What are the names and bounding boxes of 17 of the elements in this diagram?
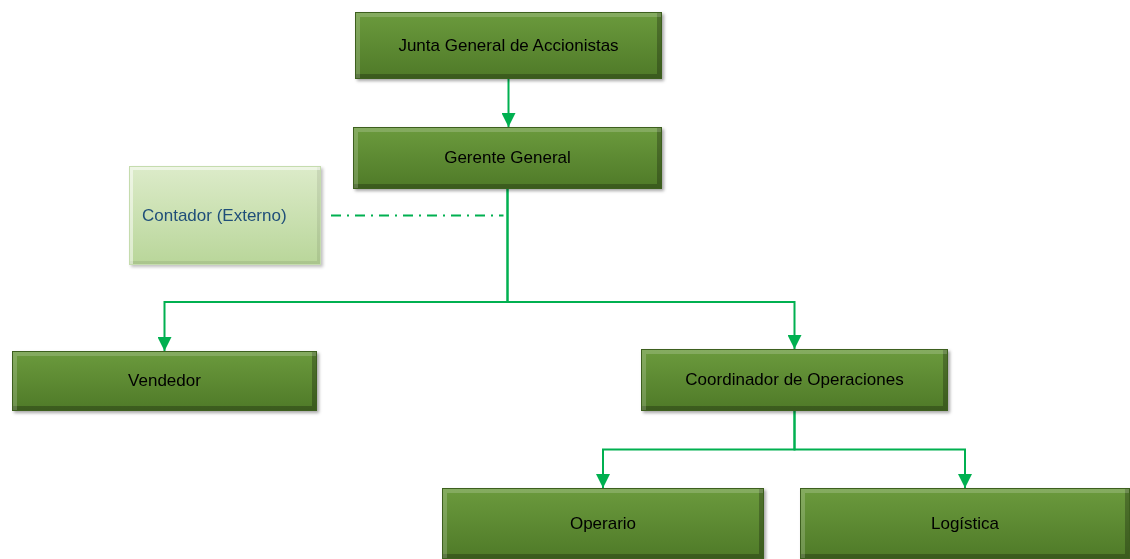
role-title: Contador (Externo) <box>142 205 287 226</box>
connector-arrow <box>501 78 516 128</box>
org-role-box <box>12 351 317 411</box>
role-title: Operario <box>569 513 637 534</box>
org-role-box <box>355 12 662 79</box>
org-role-box <box>641 349 948 411</box>
role-title: Vendedor <box>128 371 201 391</box>
external-role-box <box>129 166 321 265</box>
org-role-box <box>353 127 662 189</box>
connector-arrow <box>793 410 972 489</box>
role-title: Gerente General <box>444 148 571 168</box>
role-title: Logística <box>930 513 999 534</box>
role-title: Coordinador de Operaciones <box>685 370 904 390</box>
org-role-box <box>442 488 764 559</box>
connector-arrow <box>506 188 802 350</box>
org-role-box <box>800 488 1130 559</box>
role-title: Junta General de Accionistas <box>398 35 619 56</box>
